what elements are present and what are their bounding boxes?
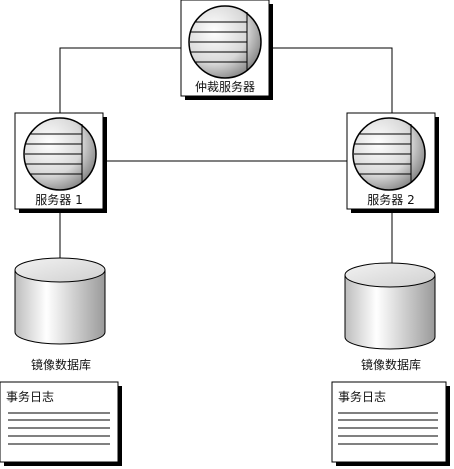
transaction-log1-node: 事务日志 bbox=[0, 381, 122, 466]
database1-node: 镜像数据库 bbox=[14, 257, 106, 372]
server1-label: 服务器 1 bbox=[35, 192, 82, 207]
witness-server-label: 仲裁服务器 bbox=[195, 79, 255, 94]
witness-server-node: 仲裁服务器 bbox=[180, 0, 273, 100]
database-icon bbox=[14, 257, 106, 345]
database2-label: 镜像数据库 bbox=[361, 357, 421, 372]
server2-label: 服务器 2 bbox=[367, 192, 414, 207]
database1-label: 镜像数据库 bbox=[31, 357, 91, 372]
transaction-log2-label: 事务日志 bbox=[338, 389, 386, 404]
transaction-log2-node: 事务日志 bbox=[331, 381, 450, 466]
log-lines bbox=[8, 412, 110, 445]
database2-node: 镜像数据库 bbox=[344, 262, 436, 372]
database-icon bbox=[344, 262, 436, 350]
server-icon bbox=[188, 5, 262, 79]
server-icon bbox=[23, 117, 97, 191]
server-icon bbox=[352, 117, 426, 191]
connector-witness-server1 bbox=[59, 47, 181, 113]
connector-witness-server2 bbox=[269, 47, 393, 113]
server1-node: 服务器 1 bbox=[14, 112, 107, 213]
server2-node: 服务器 2 bbox=[346, 112, 439, 213]
transaction-log1-label: 事务日志 bbox=[6, 389, 54, 404]
log-lines bbox=[338, 412, 438, 445]
